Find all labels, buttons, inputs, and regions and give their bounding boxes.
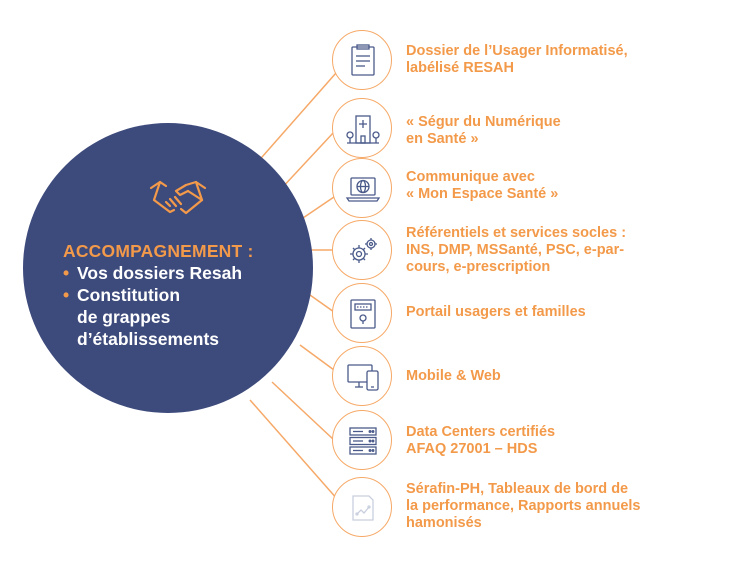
center-text: ACCOMPAGNEMENT : •Vos dossiers Resah •Co…	[63, 240, 303, 350]
service-icon-circle	[332, 158, 392, 218]
service-referentiels: Référentiels et services socles :INS, DM…	[332, 220, 730, 282]
service-portail: Portail usagers et familles	[332, 283, 730, 345]
center-bullet: •Constitution	[63, 285, 181, 305]
service-label: Dossier de l’Usager Informatisé,labélisé…	[406, 43, 628, 76]
accompaniment-circle	[23, 123, 313, 413]
center-bullet: •Vos dossiers Resah	[63, 263, 243, 283]
service-mobile-web: Mobile & Web	[332, 346, 730, 408]
service-label: Mobile & Web	[406, 368, 501, 384]
service-mon-espace: Communique avec« Mon Espace Santé »	[332, 158, 730, 220]
portal-icon	[350, 299, 376, 329]
service-icon-circle	[332, 220, 392, 280]
handshake-icon	[149, 180, 207, 215]
service-icon-circle	[332, 346, 392, 406]
service-icon-circle	[332, 410, 392, 470]
center-continuation: de grappes	[77, 307, 171, 327]
server-icon	[349, 427, 377, 455]
devices-icon	[347, 364, 379, 391]
service-icon-circle	[332, 283, 392, 343]
dashboard-doc-icon	[352, 495, 374, 521]
document-icon	[351, 44, 375, 76]
center-continuation: d’établissements	[77, 329, 219, 349]
service-icon-circle	[332, 98, 392, 158]
service-icon-circle	[332, 30, 392, 90]
laptop-globe-icon	[345, 177, 381, 202]
service-label: Référentiels et services socles :INS, DM…	[406, 225, 627, 275]
gears-icon	[350, 238, 377, 263]
service-icon-circle	[332, 477, 392, 537]
service-dui: Dossier de l’Usager Informatisé,labélisé…	[332, 30, 730, 92]
hospital-icon	[346, 115, 380, 144]
service-label: Communique avec« Mon Espace Santé »	[406, 169, 559, 202]
service-label: Portail usagers et familles	[406, 304, 586, 320]
center-title: ACCOMPAGNEMENT :	[63, 241, 254, 261]
